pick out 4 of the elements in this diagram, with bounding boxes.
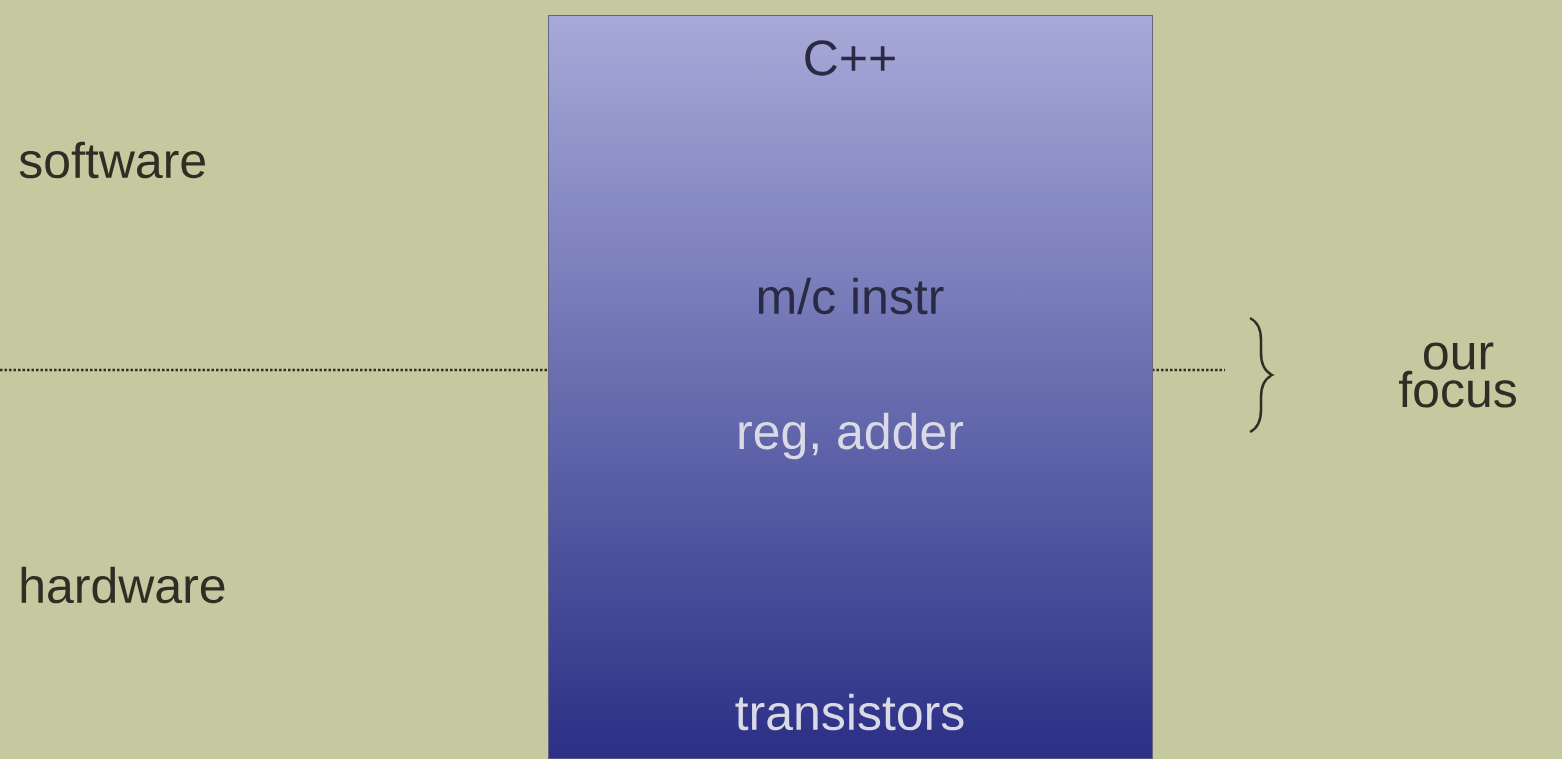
layer-stack-box: C++ m/c instr reg, adder transistors — [548, 15, 1153, 759]
side-label: hardware — [21, 566, 225, 604]
side-label: software — [19, 141, 205, 179]
side-label: our focus — [1398, 342, 1516, 408]
